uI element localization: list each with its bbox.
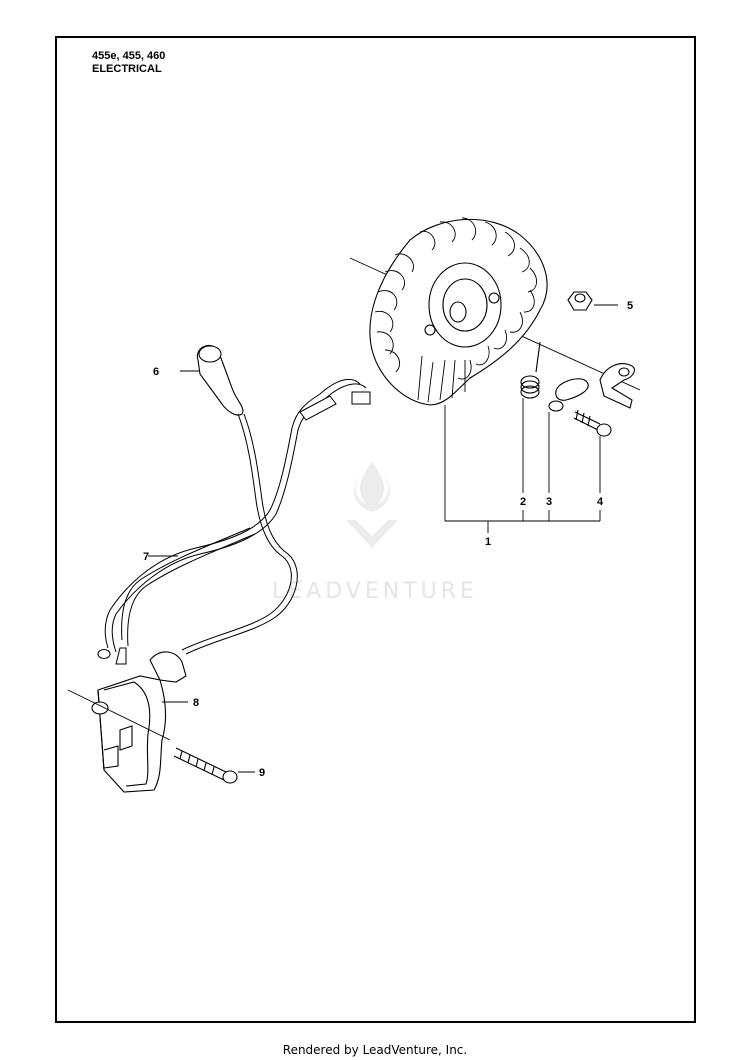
callout-6: 6 xyxy=(153,366,159,378)
ignition-lead xyxy=(97,378,371,665)
flywheel-part xyxy=(349,217,641,406)
callout-2: 2 xyxy=(520,496,526,508)
watermark-v-icon xyxy=(346,520,398,548)
plate-part xyxy=(599,363,635,409)
callout-1: 1 xyxy=(485,536,491,548)
watermark-text: LEADVENTURE xyxy=(272,579,478,604)
callout-7: 7 xyxy=(143,551,149,563)
callout-1-leader xyxy=(444,405,601,533)
spark-plug-boot-part xyxy=(180,345,244,416)
module-screw-part xyxy=(173,747,255,784)
diagram-title: 455e, 455, 460 ELECTRICAL xyxy=(92,50,165,76)
ignition-module-part xyxy=(67,651,188,793)
screw-4-part xyxy=(573,409,612,493)
callout-5: 5 xyxy=(627,300,633,312)
diagram-frame xyxy=(55,36,696,1023)
watermark: LEADVENTURE xyxy=(272,462,478,604)
pawl-part xyxy=(548,378,589,493)
watermark-flame-icon xyxy=(354,462,390,512)
nut-part xyxy=(567,291,618,311)
model-numbers: 455e, 455, 460 xyxy=(92,50,166,62)
footer-credit: Rendered by LeadVenture, Inc. xyxy=(282,1043,468,1057)
callout-4: 4 xyxy=(597,496,604,508)
callout-9: 9 xyxy=(259,767,265,779)
spring-part xyxy=(520,341,541,493)
callout-8: 8 xyxy=(193,697,199,709)
section-name: ELECTRICAL xyxy=(92,63,162,75)
callout-3: 3 xyxy=(546,496,552,508)
